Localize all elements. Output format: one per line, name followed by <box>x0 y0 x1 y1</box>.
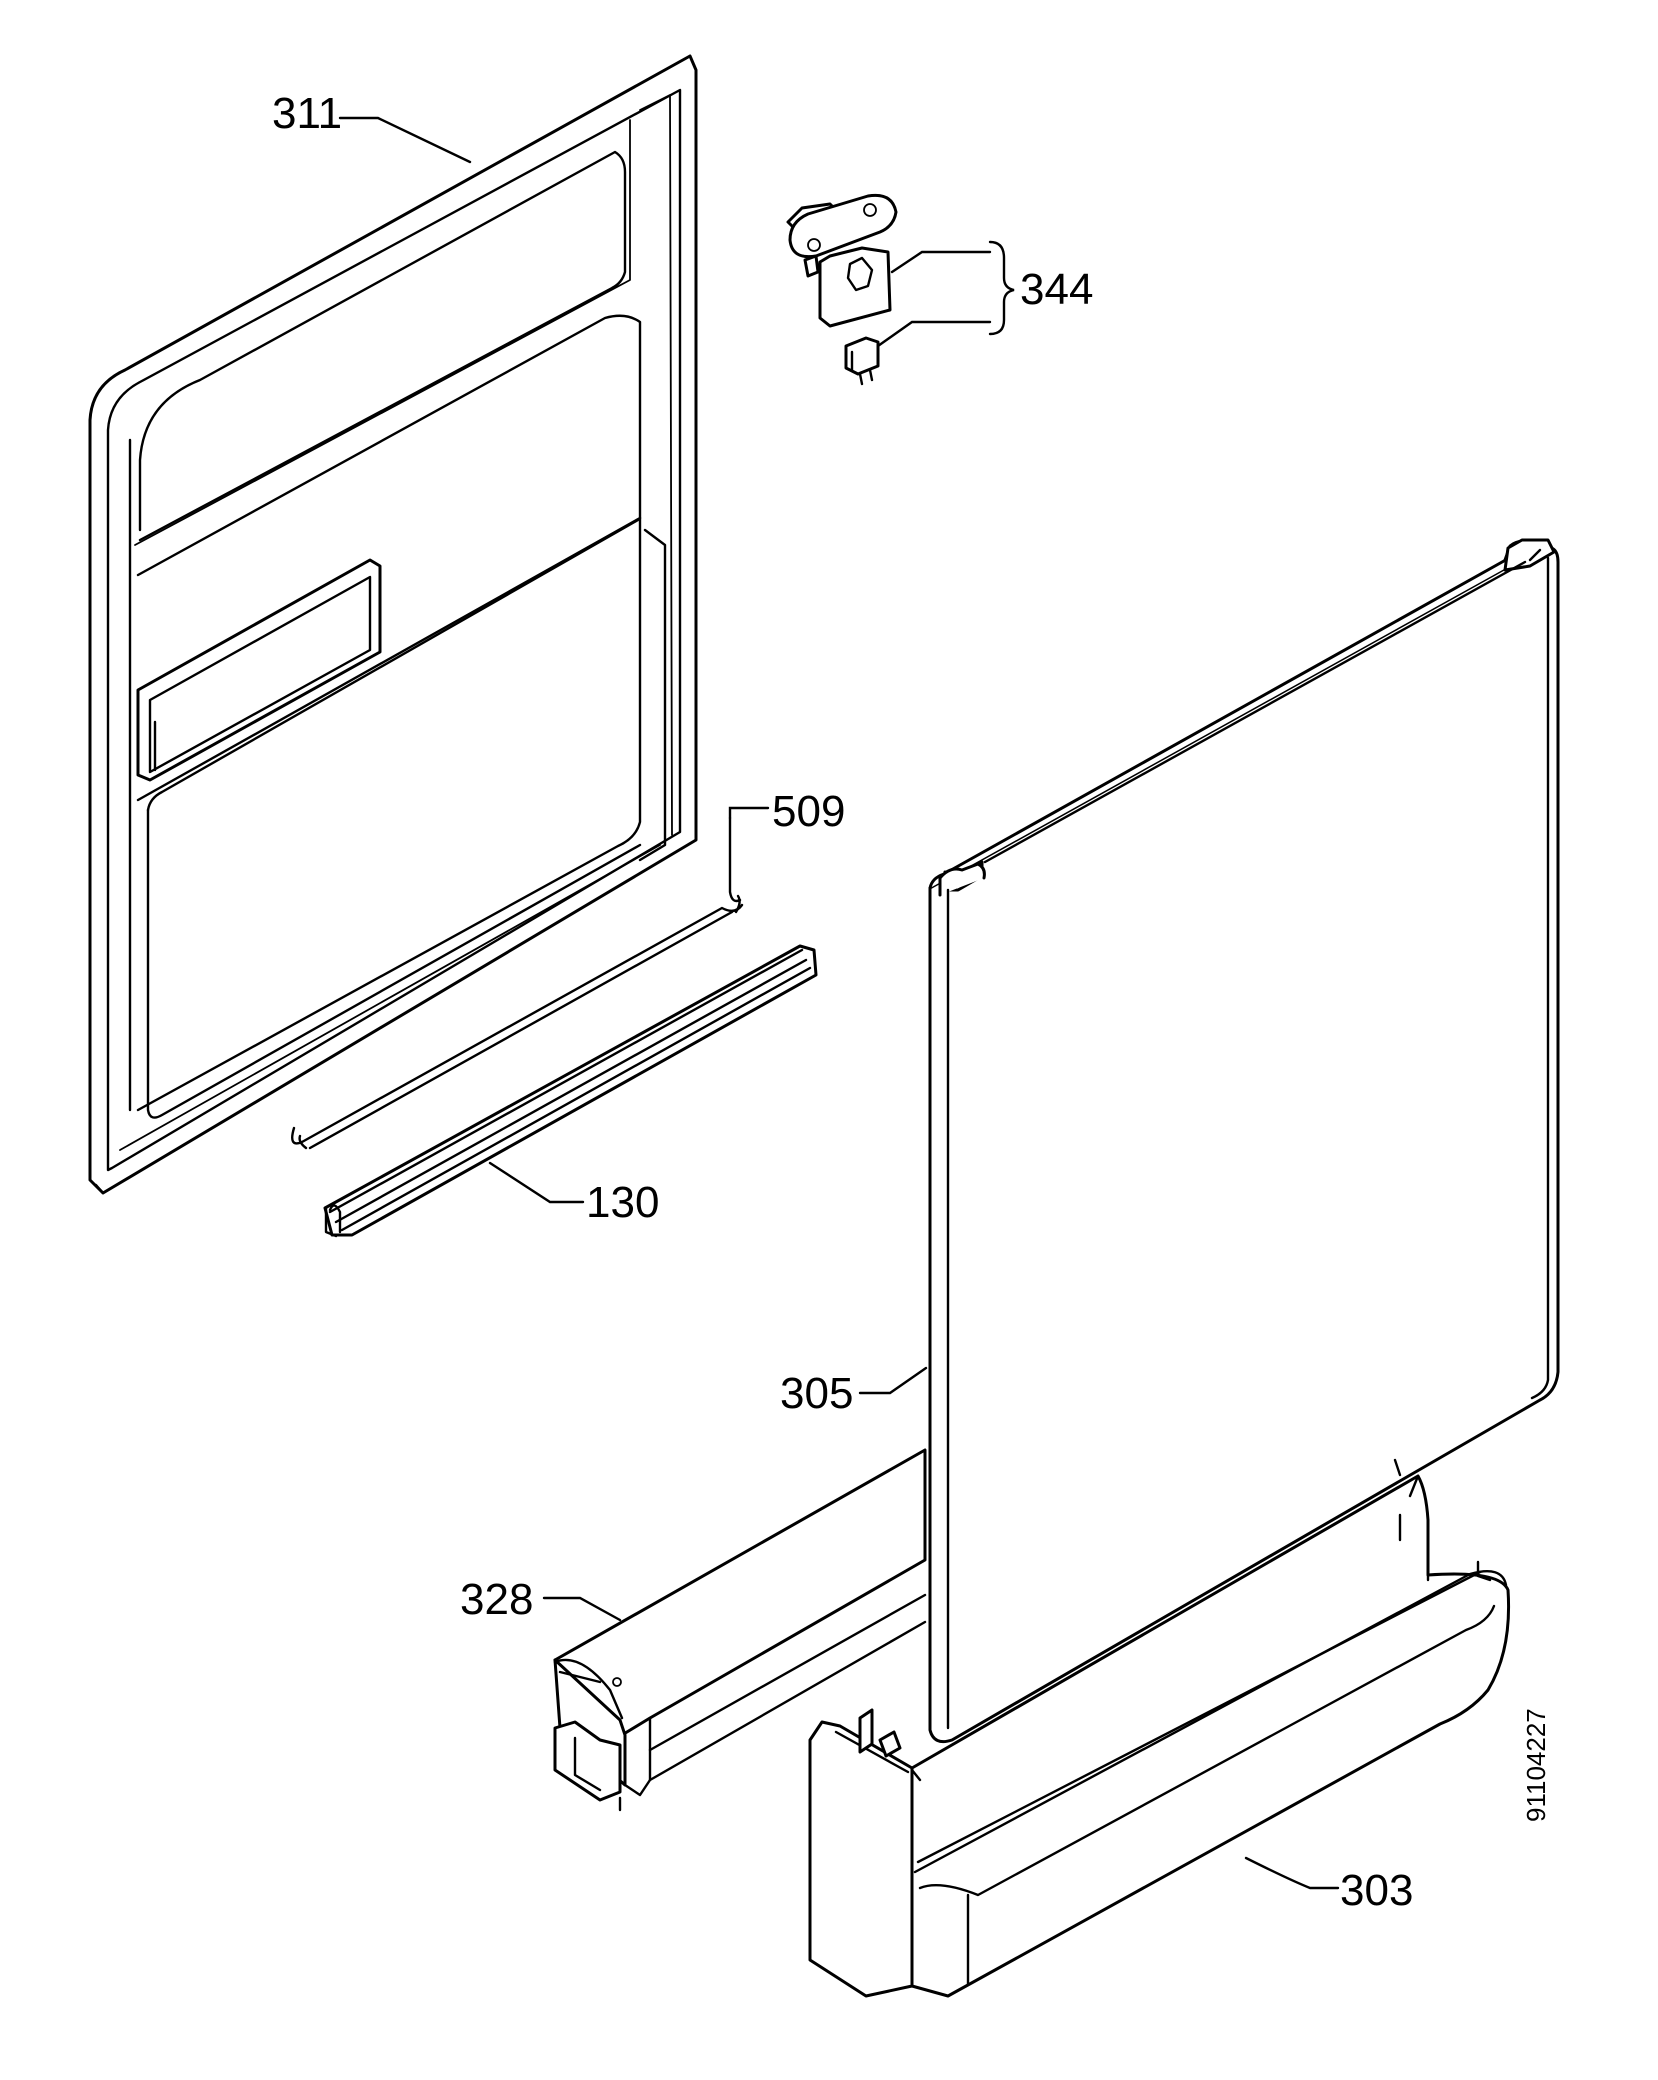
leader-344b <box>876 320 992 348</box>
callout-130: 130 <box>586 1178 659 1227</box>
part-509-wire-rod <box>291 816 744 1150</box>
callout-303: 303 <box>1340 1866 1413 1915</box>
part-311-inner-door-panel <box>88 54 698 1195</box>
bracket-344 <box>988 240 1015 336</box>
leader-509 <box>728 806 770 820</box>
leader-305 <box>858 1366 928 1395</box>
leader-311 <box>338 116 472 164</box>
part-305-outer-door-panel <box>928 538 1560 1744</box>
part-130-seal-strip <box>323 944 818 1238</box>
document-number: 91104227 <box>1521 1708 1551 1822</box>
leader-303 <box>1244 1856 1340 1890</box>
leader-328 <box>542 1596 622 1622</box>
callout-344: 344 <box>1020 265 1093 314</box>
callout-509: 509 <box>772 787 845 836</box>
part-303-kick-panel <box>808 1458 1511 1998</box>
leader-344 <box>890 250 992 274</box>
callout-328: 328 <box>460 1575 533 1624</box>
callout-305: 305 <box>780 1369 853 1418</box>
leader-130 <box>488 1161 585 1204</box>
callout-311: 311 <box>272 89 342 138</box>
part-328-side-rail <box>553 1448 927 1812</box>
part-344-door-latch <box>786 193 898 386</box>
